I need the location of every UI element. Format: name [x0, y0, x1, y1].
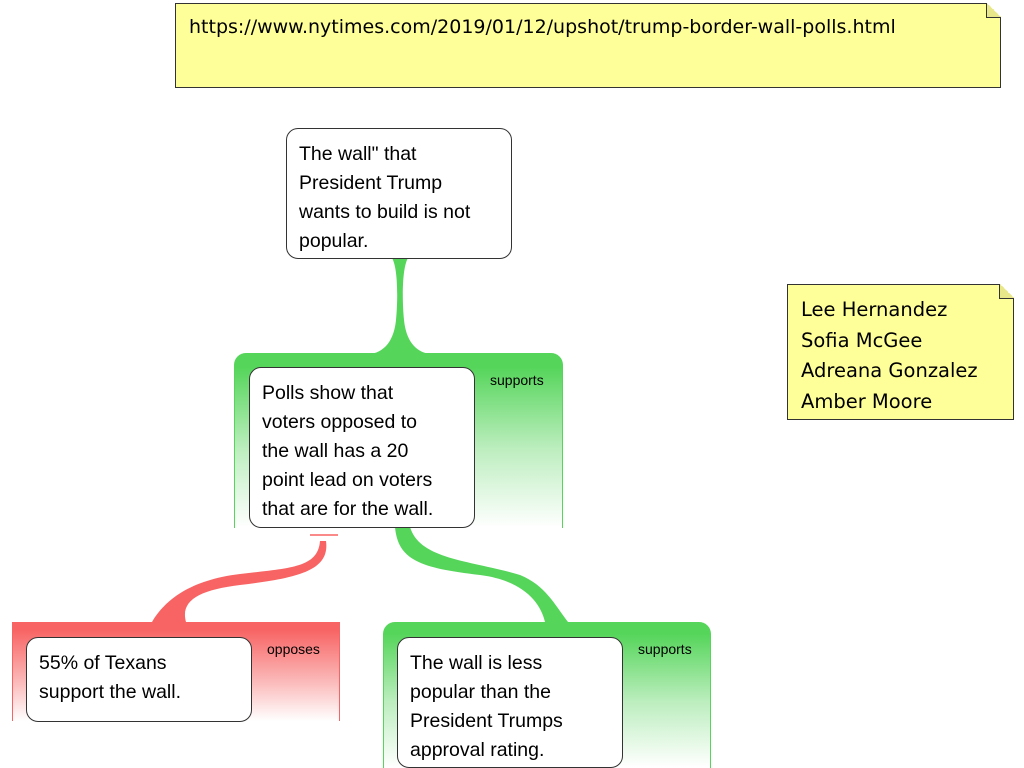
objection-box[interactable]: 55% of Texans support the wall. — [26, 637, 252, 722]
claim-line: The wall" that — [299, 143, 417, 165]
author-name: Sofia McGee — [801, 328, 923, 352]
connector-reason-support — [395, 527, 568, 622]
support-box[interactable]: The wall is less popular than the Presid… — [397, 637, 623, 768]
authors-note: Lee Hernandez Sofia McGee Adreana Gonzal… — [787, 284, 1014, 420]
reason-box[interactable]: Polls show that voters opposed to the wa… — [249, 367, 475, 528]
reason-line: that are for the wall. — [262, 498, 434, 520]
support-line: President Trumps — [410, 710, 563, 732]
support-line: The wall is less — [410, 652, 543, 674]
author-name: Lee Hernandez — [801, 298, 948, 321]
note-fold — [999, 284, 1014, 299]
relation-label: opposes — [267, 641, 320, 657]
relation-label: supports — [638, 641, 692, 657]
author-name: Amber Moore — [801, 389, 933, 413]
connector-reason-objection — [152, 541, 327, 622]
support-line: popular than the — [410, 681, 551, 703]
relation-label: supports — [490, 372, 544, 388]
reason-line: voters opposed to — [262, 411, 418, 433]
note-fold — [986, 3, 1001, 18]
objection-line: 55% of Texans — [39, 652, 167, 674]
claim-line: popular. — [299, 230, 369, 252]
support-line: approval rating. — [410, 739, 545, 761]
url-text: https://www.nytimes.com/2019/01/12/upsho… — [189, 16, 896, 38]
connector-claim-reason — [370, 258, 430, 354]
claim-line: President Trump — [299, 172, 443, 194]
objection-line: support the wall. — [39, 681, 181, 703]
claim-line: wants to build is not — [299, 201, 471, 223]
url-note: https://www.nytimes.com/2019/01/12/upsho… — [175, 3, 1001, 88]
claim-box[interactable]: The wall" that President Trump wants to … — [286, 128, 512, 259]
reason-line: Polls show that — [262, 382, 394, 404]
author-name: Adreana Gonzalez — [801, 359, 978, 382]
reason-line: point lead on voters — [262, 469, 433, 491]
reason-line: the wall has a 20 — [262, 440, 409, 462]
